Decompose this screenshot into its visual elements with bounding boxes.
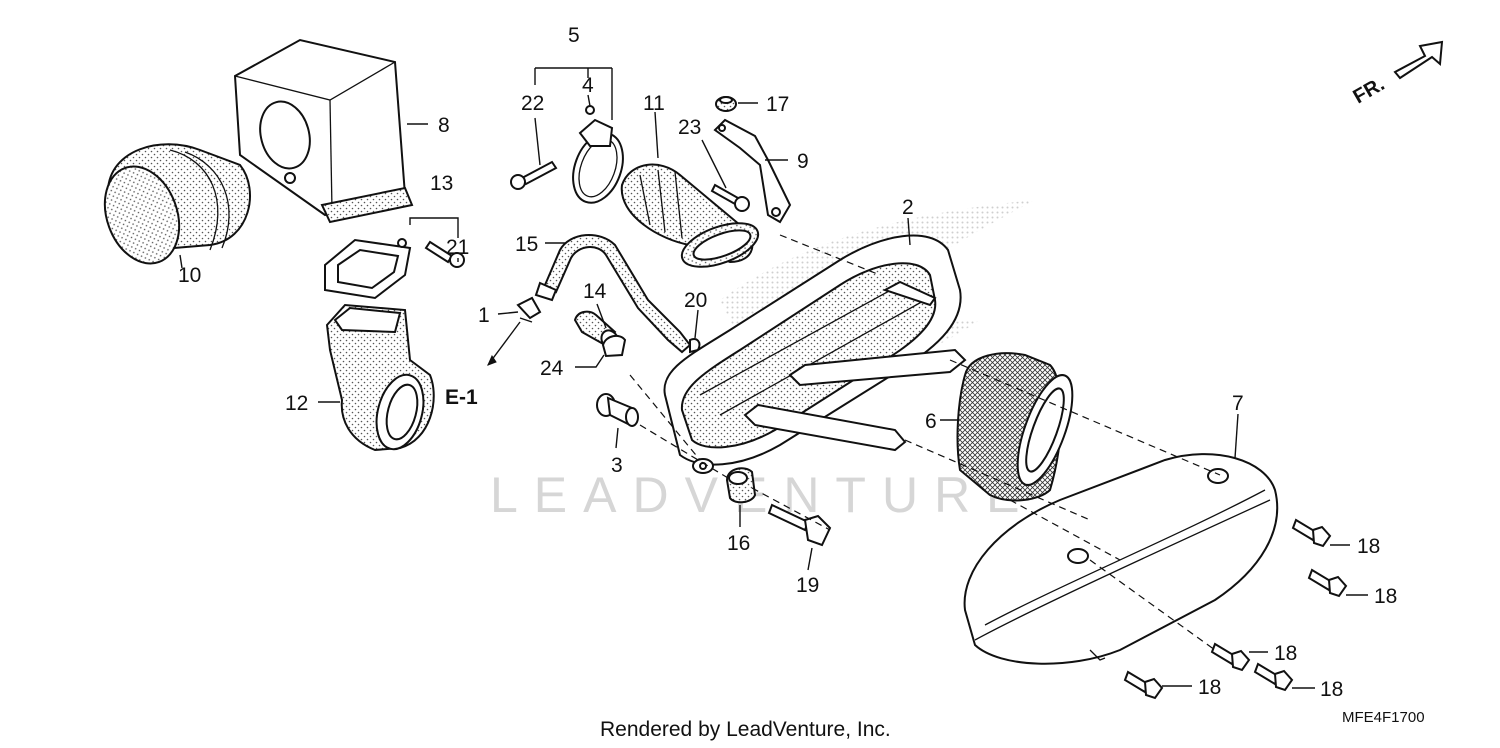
part-10-intake-screen[interactable] — [92, 143, 251, 274]
callout-20[interactable]: 20 — [684, 289, 707, 312]
leader-lines — [179, 67, 1368, 689]
callout-18d[interactable]: 18 — [1198, 676, 1221, 699]
part-19-bolt[interactable] — [767, 503, 832, 547]
callout-18c[interactable]: 18 — [1274, 642, 1297, 665]
front-direction-label: FR. — [1350, 73, 1389, 108]
part-18-bolt-d[interactable] — [1123, 670, 1164, 700]
part-3-stud[interactable] — [596, 393, 639, 427]
part-9-stay[interactable] — [713, 118, 792, 224]
callout-2[interactable]: 2 — [902, 196, 914, 219]
part-13-gasket[interactable] — [324, 238, 412, 300]
callout-10[interactable]: 10 — [178, 264, 201, 287]
callout-19[interactable]: 19 — [796, 574, 819, 597]
callout-17[interactable]: 17 — [766, 93, 789, 116]
callout-7[interactable]: 7 — [1232, 392, 1244, 415]
callout-5[interactable]: 5 — [568, 24, 580, 47]
front-direction-arrow: FR. — [1350, 40, 1444, 108]
part-15-breather-tube[interactable] — [534, 233, 692, 354]
watermark-text: LEADVENTURE — [490, 467, 1036, 523]
callout-16[interactable]: 16 — [727, 532, 750, 555]
callout-1[interactable]: 1 — [478, 304, 490, 327]
part-18-bolt-b[interactable] — [1307, 568, 1348, 598]
part-23-bolt[interactable] — [710, 183, 750, 212]
assembly-lines — [629, 234, 1221, 651]
callout-18b[interactable]: 18 — [1374, 585, 1397, 608]
callout-22[interactable]: 22 — [521, 92, 544, 115]
part-8-cover[interactable] — [233, 38, 414, 224]
reference-arrow — [487, 354, 497, 366]
callout-13[interactable]: 13 — [430, 172, 453, 195]
part-6-filter-element[interactable] — [956, 352, 1084, 502]
part-11-connecting-tube[interactable] — [620, 163, 764, 276]
part-18-bolt-c[interactable] — [1210, 642, 1251, 672]
callout-9[interactable]: 9 — [797, 150, 809, 173]
part-2-air-cleaner-case[interactable] — [663, 234, 967, 474]
callouts: 8 10 13 21 12 5 4 22 11 23 17 9 2 15 14 … — [178, 24, 1397, 701]
callout-4[interactable]: 4 — [582, 74, 594, 97]
callout-23[interactable]: 23 — [678, 116, 701, 139]
callout-3[interactable]: 3 — [611, 454, 623, 477]
diagram-code: MFE4F1700 — [1342, 709, 1425, 726]
part-17-grommet[interactable] — [715, 96, 737, 112]
reference-e1[interactable]: E-1 — [445, 386, 478, 409]
callout-24[interactable]: 24 — [540, 357, 564, 380]
callout-14[interactable]: 14 — [583, 280, 607, 303]
part-24-clamp[interactable] — [601, 334, 627, 358]
callout-15[interactable]: 15 — [515, 233, 538, 256]
part-22-screw[interactable] — [510, 160, 558, 190]
part-1-clip[interactable] — [516, 296, 542, 323]
callout-21[interactable]: 21 — [446, 236, 469, 259]
callout-6[interactable]: 6 — [925, 410, 937, 433]
callout-12[interactable]: 12 — [285, 392, 308, 415]
part-18-bolt-a[interactable] — [1291, 518, 1332, 548]
footer-credit: Rendered by LeadVenture, Inc. — [600, 718, 891, 741]
callout-11[interactable]: 11 — [643, 92, 665, 115]
part-12-joint-tube[interactable] — [325, 303, 435, 454]
part-5-band[interactable] — [564, 105, 632, 210]
callout-18a[interactable]: 18 — [1357, 535, 1380, 558]
part-7-cover[interactable] — [963, 453, 1279, 665]
callout-8[interactable]: 8 — [438, 114, 450, 137]
part-16-grommet[interactable] — [725, 467, 757, 504]
part-21-screw[interactable] — [424, 240, 465, 268]
part-18-bolt-e[interactable] — [1253, 662, 1294, 692]
callout-18e[interactable]: 18 — [1320, 678, 1343, 701]
